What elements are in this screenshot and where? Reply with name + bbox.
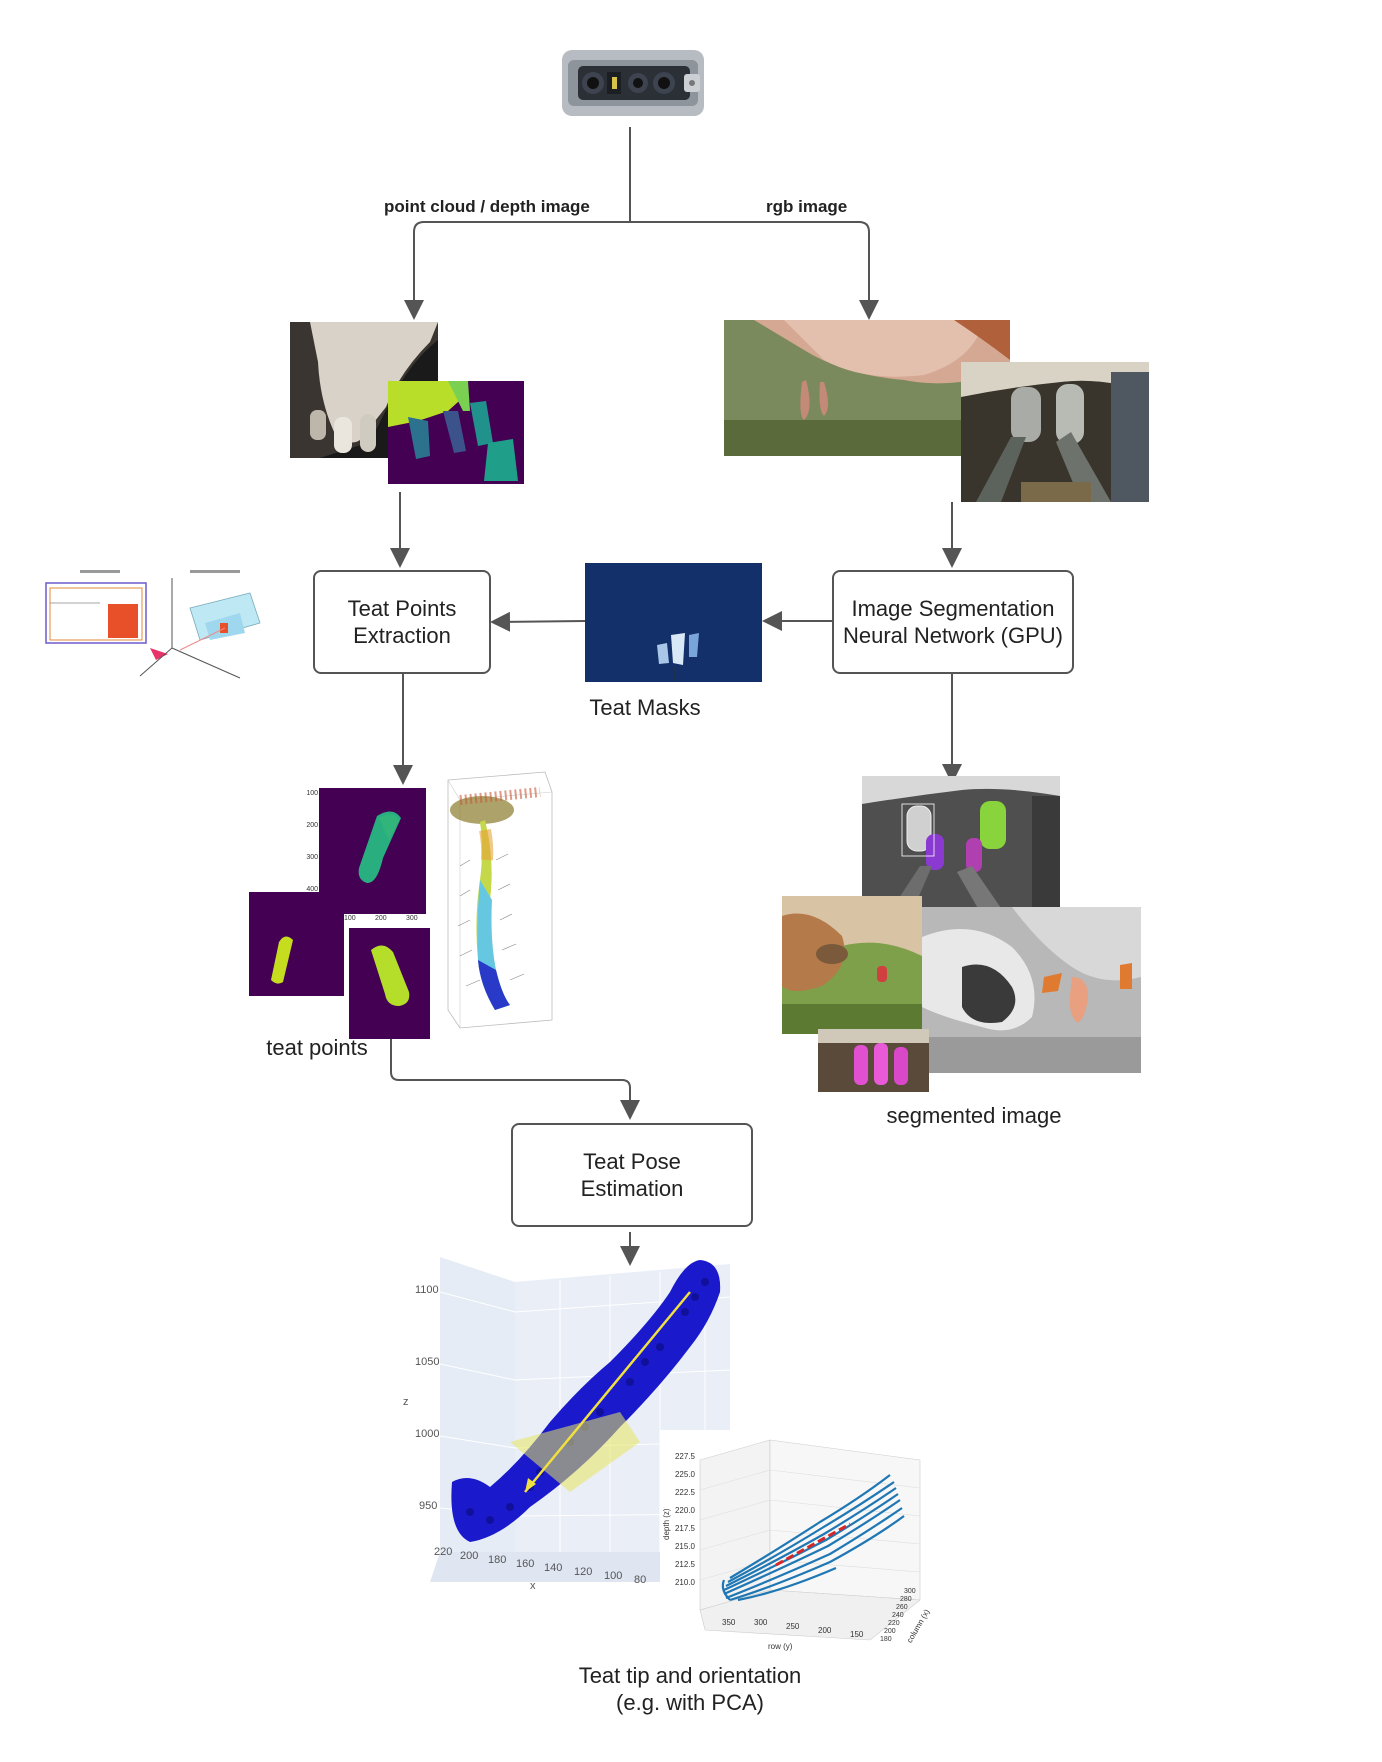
edge-label-depth: point cloud / depth image [384,197,590,216]
depth-camera-icon [560,44,708,129]
teat-tip-orientation-caption: Teat tip and orientation (e.g. with PCA) [578,1663,802,1715]
small-plot-col-tick: 180 [880,1636,892,1643]
teat-normals-pointcloud-plot [440,770,558,1032]
main-plot-x-tick: 220 [434,1546,453,1558]
teat-masks-image [585,563,762,682]
mask-y-tick: 200 [306,822,318,829]
main-plot-x-axis: 220 200 180 160 140 120 100 80 [434,1546,664,1586]
edge-depth [404,221,630,320]
image-segmentation-node[interactable]: Image Segmentation Neural Network (GPU) [832,570,1074,674]
main-plot-x-tick: 160 [516,1558,535,1570]
main-plot-x-tick: 100 [604,1570,623,1582]
small-plot-z-tick: 212.5 [674,1560,695,1569]
main-plot-x-tick: 80 [634,1574,647,1586]
main-plot-x-tick: 140 [544,1562,563,1574]
teat-points-extraction-node[interactable]: Teat Points Extraction [313,570,491,674]
main-plot-z-label: z [403,1396,409,1408]
small-plot-row-tick: 300 [754,1618,768,1627]
small-plot-row-tick: 250 [786,1622,800,1631]
small-plot-row-tick: 200 [818,1626,832,1635]
mask-x-axis: 100 200 300 [344,915,434,925]
coordinate-systems-diagram [40,568,290,688]
small-plot-col-axis: 180 200 220 240 260 280 300 [880,1580,920,1660]
main-plot-z-tick: 1000 [415,1428,440,1440]
main-plot-x-label: x [530,1580,536,1592]
small-plot-z-tick: 217.5 [674,1524,695,1533]
main-plot-x-tick: 120 [574,1566,593,1578]
edge-points-to-pose [390,1035,640,1120]
teat-mask-plot-small [249,892,344,996]
teat-mask-plot-zoom [349,928,430,1039]
main-plot-z-tick: 1100 [415,1284,439,1296]
segmented-cow-grayscale-image [922,907,1141,1073]
small-plot-col-tick: 240 [892,1612,904,1619]
mask-x-tick: 100 [344,915,356,922]
small-plot-col-tick: 300 [904,1588,916,1595]
small-plot-col-tick: 220 [888,1620,900,1627]
small-plot-row-axis: 350 300 250 200 150 [722,1618,872,1639]
small-plot-z-tick: 222.5 [674,1488,695,1497]
small-plot-z-tick: 215.0 [674,1542,695,1551]
small-plot-z-tick: 210.0 [674,1578,695,1587]
small-plot-z-tick: 220.0 [674,1506,695,1515]
mask-y-tick: 300 [306,854,318,861]
edge-rgb [630,221,879,320]
rgb-milking-image [961,362,1149,502]
teat-pose-estimation-node[interactable]: Teat Pose Estimation [511,1123,753,1227]
teat-points-caption: teat points [266,1035,368,1060]
segmented-calf-image [782,896,922,1034]
small-plot-col-tick: 260 [896,1604,908,1611]
mask-y-tick: 100 [306,790,318,797]
main-plot-x-tick: 180 [488,1554,507,1566]
main-plot-z-tick: 950 [419,1500,438,1512]
mask-y-axis: 100 200 300 400 [300,788,318,914]
small-plot-col-tick: 280 [900,1596,912,1603]
teat-3d-scatter-plot [410,1252,740,1592]
small-plot-col-tick: 200 [884,1628,896,1635]
small-plot-z-tick: 227.5 [674,1452,695,1461]
main-plot-x-tick: 200 [460,1550,479,1562]
teat-masks-caption: Teat Masks [589,695,701,720]
mask-x-tick: 300 [406,915,418,922]
mask-x-tick: 200 [375,915,387,922]
small-plot-z-label: depth (z) [662,1508,671,1540]
small-plot-row-tick: 150 [850,1630,864,1639]
depth-colormap-image [388,381,524,484]
teat-pca-3d-plot [660,1430,928,1650]
segmented-clusters-image [818,1029,929,1092]
main-plot-z-tick: 1050 [415,1356,440,1368]
edge-label-rgb: rgb image [766,197,848,216]
edge-masks-to-extraction [490,611,586,632]
segmented-image-caption: segmented image [886,1103,1062,1128]
small-plot-row-tick: 350 [722,1618,736,1627]
small-plot-z-tick: 225.0 [674,1470,695,1479]
mask-y-tick: 400 [306,886,318,893]
small-plot-row-label: row (y) [768,1642,793,1651]
small-plot-z-axis: 227.5 225.0 222.5 220.0 217.5 215.0 212.… [665,1452,695,1602]
